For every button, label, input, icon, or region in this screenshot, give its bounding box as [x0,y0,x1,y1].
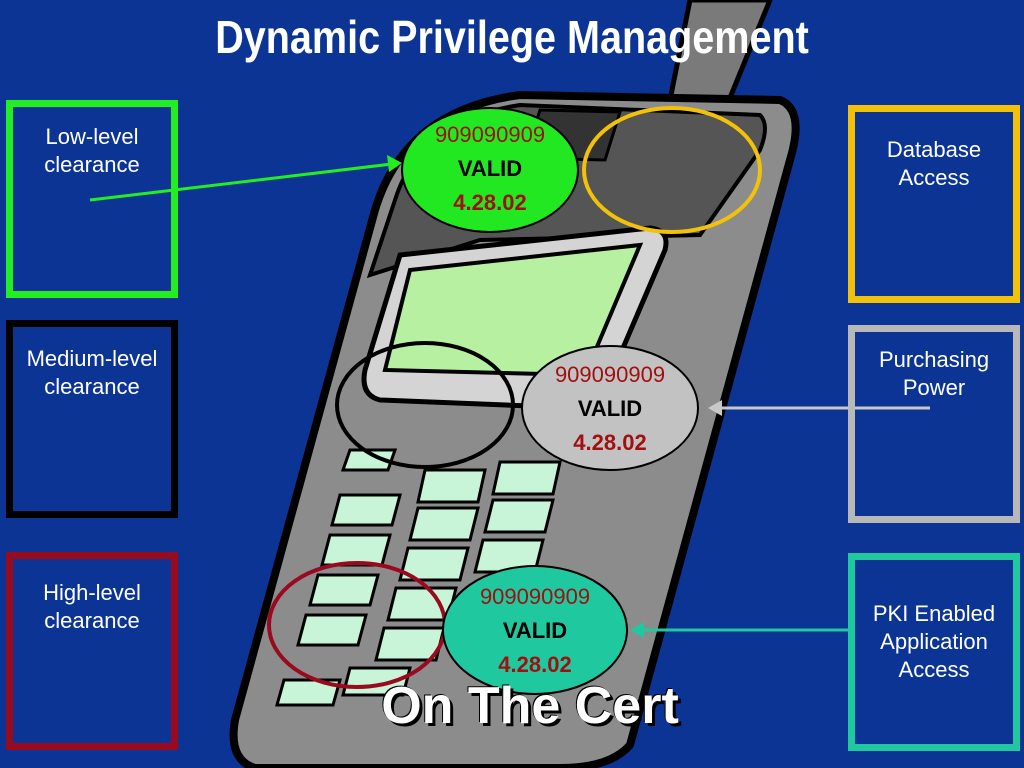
cert-oval-high [442,565,628,695]
cert-oval-low [401,107,579,233]
purchasing-power-box: Purchasing Power [848,325,1020,523]
cert-date: 4.28.02 [573,430,647,455]
phone-key [483,498,555,534]
purchasing-arrowhead [708,400,722,416]
phone-key [408,506,480,542]
low-level-arrow [89,162,393,202]
database-highlight-ring [582,106,762,234]
phone-key [330,493,402,527]
database-access-box: Database Access [848,105,1020,303]
cert-number: 909090909 [554,362,666,387]
low-level-arrowhead [387,155,402,172]
phone-key [296,613,368,647]
phone-soft-key [340,448,398,472]
cert-number: 909090909 [479,584,591,609]
phone-key [374,626,446,662]
cert-oval-medium [521,345,699,471]
pki-application-access-box: PKI Enabled Application Access [848,553,1020,751]
cert-number: 909090909 [434,122,546,147]
phone-key [308,573,380,607]
phone-key [398,546,470,582]
low-level-clearance-label: Low-level clearance [44,124,140,177]
database-access-label: Database Access [886,137,982,190]
low-level-clearance-box: Low-level clearance [6,100,178,298]
cert-status: VALID [577,396,643,421]
cert-medium: 909090909 VALID 4.28.02 [522,358,698,460]
pki-application-access-label: PKI Enabled Application Access [872,601,996,682]
high-level-clearance-box: High-level clearance [6,552,178,750]
cert-low: 909090909 VALID 4.28.02 [402,118,578,220]
medium-highlight-ring [335,341,515,469]
cert-high: 909090909 VALID 4.28.02 [447,580,623,682]
high-level-clearance-label: High-level clearance [43,580,141,633]
phone-key [491,460,562,496]
medium-level-clearance-box: Medium-level clearance [6,320,178,518]
phone-key [416,468,487,504]
cert-date: 4.28.02 [498,652,572,677]
connector-lines [89,155,930,638]
cert-status: VALID [502,618,568,643]
medium-level-clearance-label: Medium-level clearance [26,346,158,399]
purchasing-power-label: Purchasing Power [879,347,990,400]
cert-date: 4.28.02 [453,190,527,215]
slide-title: Dynamic Privilege Management [215,11,809,63]
pki-arrowhead [630,622,644,638]
cert-status: VALID [457,156,523,181]
phone-key [320,533,392,567]
on-the-cert-caption: On The Cert [381,677,679,735]
